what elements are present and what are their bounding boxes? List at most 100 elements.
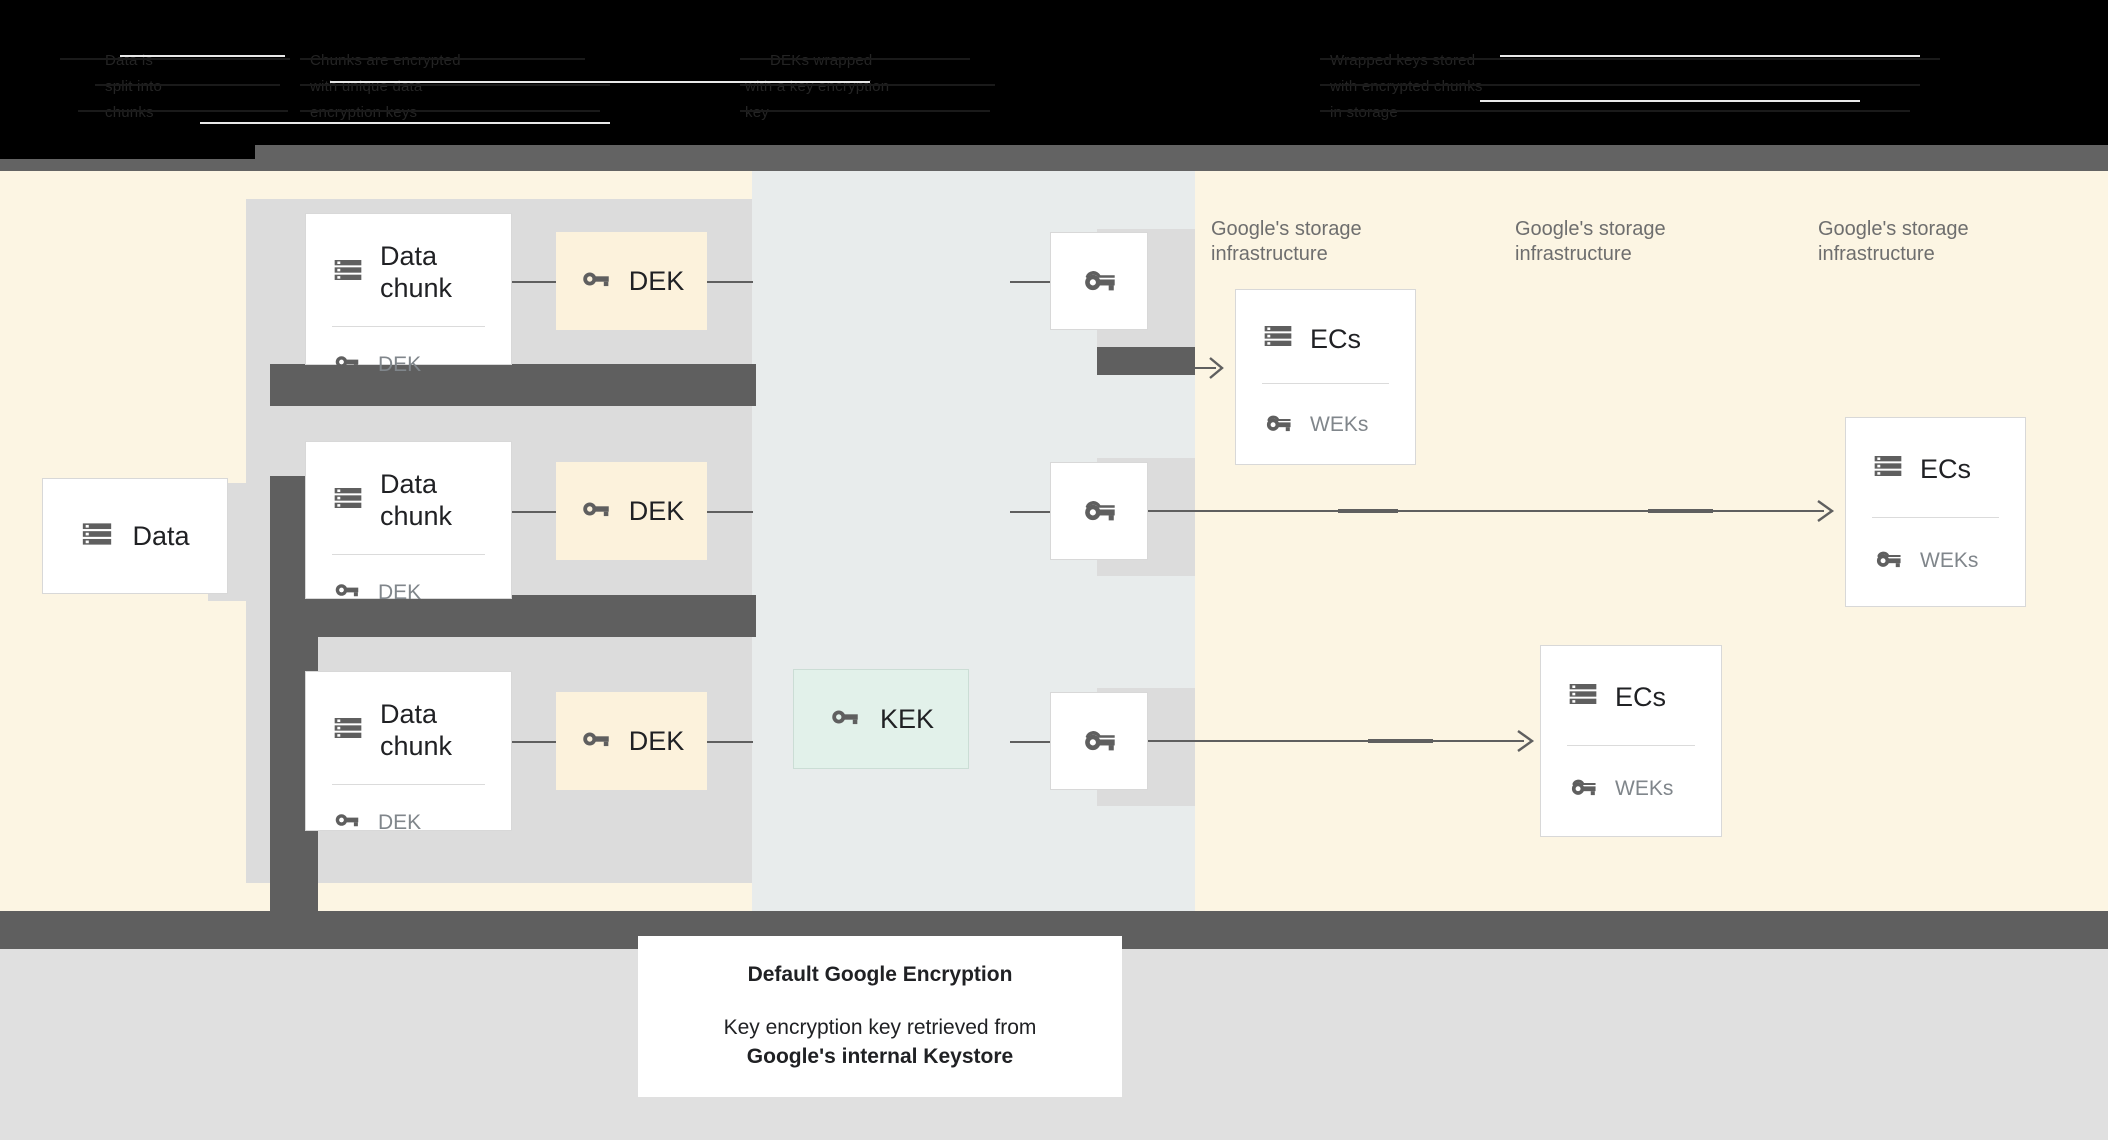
redaction-highlight — [1500, 55, 1920, 57]
dek-box-2[interactable]: DEK — [556, 462, 707, 560]
storage-label-1: Google's storage infrastructure — [1211, 218, 1362, 265]
data-chunk-card-3[interactable]: Data chunk DEK — [305, 671, 512, 834]
dek-label: DEK — [628, 725, 685, 756]
kek-label: KEK — [879, 703, 935, 734]
data-chunk-key-label: DEK — [378, 810, 422, 834]
wrapped-key-box-3[interactable] — [1050, 692, 1148, 790]
wrapped-key-icon — [1872, 542, 1904, 579]
redaction-bar — [740, 110, 990, 112]
arrow-to-ec-card-2 — [1148, 500, 1835, 522]
key-icon — [579, 722, 613, 761]
redacted-text-line-4: Chunks are encrypted — [310, 52, 461, 69]
data-chunk-key-label: DEK — [378, 580, 422, 604]
ec-card-key-label: WEKs — [1920, 548, 1979, 572]
redaction-highlight — [1480, 100, 1860, 102]
card-divider — [1567, 745, 1695, 746]
card-divider — [332, 326, 485, 327]
key-icon — [828, 700, 862, 739]
wrapped-key-icon — [1079, 259, 1119, 304]
card-divider — [1872, 517, 1999, 518]
ec-card-key-label: WEKs — [1615, 776, 1674, 800]
key-icon — [332, 347, 362, 382]
redaction-bar — [1320, 84, 1920, 86]
storage-label-2: Google's storage infrastructure — [1515, 218, 1666, 265]
ec-card-3[interactable]: ECs WEKs — [1540, 645, 1722, 837]
wrapped-key-box-2[interactable] — [1050, 462, 1148, 560]
dek-box-1[interactable]: DEK — [556, 232, 707, 330]
redaction-bar — [300, 110, 600, 112]
data-card[interactable]: Data — [42, 478, 228, 594]
server-icon — [332, 482, 364, 519]
key-icon — [579, 492, 613, 531]
data-chunk-card-1[interactable]: Data chunk DEK — [305, 213, 512, 376]
ec-card-title: ECs — [1310, 323, 1362, 354]
header-shadow-notch — [0, 145, 255, 159]
caption-card: Default Google Encryption Key encryption… — [638, 936, 1122, 1097]
redaction-bar — [740, 58, 970, 60]
wrapped-key-icon — [1262, 406, 1294, 443]
storage-label-3: Google's storage infrastructure — [1818, 218, 1969, 265]
ec-card-key-label: WEKs — [1310, 412, 1369, 436]
ec-card-title: ECs — [1920, 453, 1972, 484]
redaction-bar — [60, 58, 290, 60]
wrapped-key-icon — [1079, 719, 1119, 764]
connector-chunk-to-dek — [512, 281, 556, 283]
data-chunk-title: Data chunk — [380, 699, 453, 761]
caption-body-line-1: Key encryption key retrieved from — [723, 1015, 1037, 1039]
connector-chunk-to-dek — [512, 511, 556, 513]
wrapped-key-box-1[interactable] — [1050, 232, 1148, 330]
connector-dek-to-panel — [707, 281, 753, 283]
card-divider — [332, 784, 485, 785]
caption-body: Key encryption key retrieved from Google… — [724, 1013, 1037, 1071]
key-icon — [332, 575, 362, 610]
server-icon — [1262, 320, 1294, 357]
server-icon — [1567, 678, 1599, 715]
data-chunk-card-2[interactable]: Data chunk DEK — [305, 441, 512, 604]
ec-card-1[interactable]: ECs WEKs — [1235, 289, 1416, 465]
redacted-text-line-11: with encrypted chunks — [1330, 78, 1483, 95]
header-shadow-bar — [0, 145, 2108, 171]
data-fanout-branch — [270, 364, 756, 406]
redacted-text-line-9: key — [745, 104, 769, 121]
server-icon — [1872, 450, 1904, 487]
card-divider — [1262, 383, 1389, 384]
dek-box-3[interactable]: DEK — [556, 692, 707, 790]
redaction-highlight — [330, 81, 870, 83]
arrow-to-ec-card-1 — [1148, 357, 1224, 379]
connector-dek-to-panel — [707, 741, 753, 743]
redaction-bar — [95, 84, 280, 86]
key-icon — [579, 262, 613, 301]
connector-dek-to-panel — [707, 511, 753, 513]
caption-title: Default Google Encryption — [747, 962, 1013, 986]
wrapped-key-icon — [1079, 489, 1119, 534]
redacted-text-line-2: split into — [105, 78, 163, 95]
redaction-bar — [740, 84, 995, 86]
key-icon — [332, 805, 362, 840]
server-icon — [80, 517, 114, 556]
redaction-bar — [78, 110, 288, 112]
card-divider — [332, 554, 485, 555]
kek-box[interactable]: KEK — [793, 669, 969, 769]
redaction-highlight — [120, 55, 285, 57]
data-chunk-title: Data chunk — [380, 241, 453, 303]
ec-card-2[interactable]: ECs WEKs — [1845, 417, 2026, 607]
connector-chunk-to-dek — [512, 741, 556, 743]
redacted-text-line-7: DEKs wrapped — [770, 52, 873, 69]
redacted-text-line-6: encryption keys — [310, 104, 418, 121]
redaction-bar — [1320, 58, 1940, 60]
redaction-bar — [300, 58, 585, 60]
data-chunk-title: Data chunk — [380, 469, 453, 531]
server-icon — [332, 254, 364, 291]
ec-card-title: ECs — [1615, 681, 1667, 712]
dek-label: DEK — [628, 265, 685, 296]
redaction-bar — [300, 84, 610, 86]
redacted-text-line-12: in storage — [1330, 104, 1398, 121]
redaction-highlight — [200, 122, 610, 124]
redacted-text-line-10: Wrapped keys stored — [1330, 52, 1476, 69]
redacted-header-band: Data is split into chunks Chunks are enc… — [0, 0, 2108, 145]
redaction-bar — [1320, 110, 1910, 112]
diagram-canvas: Data Data chunk — [0, 171, 2108, 938]
overlay-bar-top-right — [1097, 347, 1195, 375]
server-icon — [332, 712, 364, 749]
